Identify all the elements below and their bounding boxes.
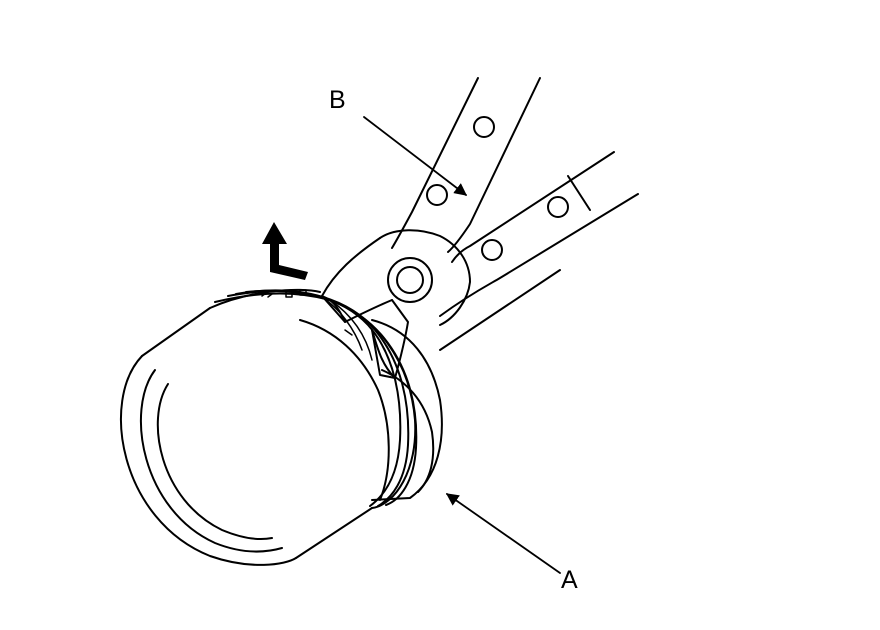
upward-l-arrow-icon [262, 222, 308, 280]
piston-body [141, 307, 373, 559]
pliers-hole-3 [547, 196, 569, 218]
pliers-lower-handle [439, 151, 639, 317]
piston-ring-4 [299, 319, 390, 501]
pliers-pivot-outer [387, 257, 433, 303]
piston [120, 288, 443, 566]
ring-gap-marks [261, 289, 307, 298]
ring-pliers [321, 77, 639, 379]
piston-end-inner-1 [139, 369, 283, 553]
callout-label-a: A [561, 566, 578, 594]
callout-label-b: B [329, 86, 346, 114]
pliers-plate [379, 229, 471, 326]
callout-b-leader [363, 116, 468, 196]
pliers-jaw-upper [321, 237, 393, 323]
piston-end-face [120, 355, 297, 566]
pliers-hole-1 [473, 116, 495, 138]
pliers-hole-4 [481, 239, 503, 261]
pliers-pivot-inner [396, 266, 424, 294]
piston-ring-3 [245, 289, 418, 506]
piston-end-inner-2 [156, 383, 273, 540]
pliers-hole-2 [426, 184, 448, 206]
pliers-jaw-tip [321, 295, 396, 379]
pliers-lower-arm-body [439, 175, 591, 351]
piston-ring-1 [227, 290, 402, 507]
pliers-upper-handle [391, 77, 541, 253]
ring-compressor-band-edge [381, 369, 435, 493]
ring-compressor-band [371, 319, 443, 501]
callout-a-leader [445, 493, 561, 574]
